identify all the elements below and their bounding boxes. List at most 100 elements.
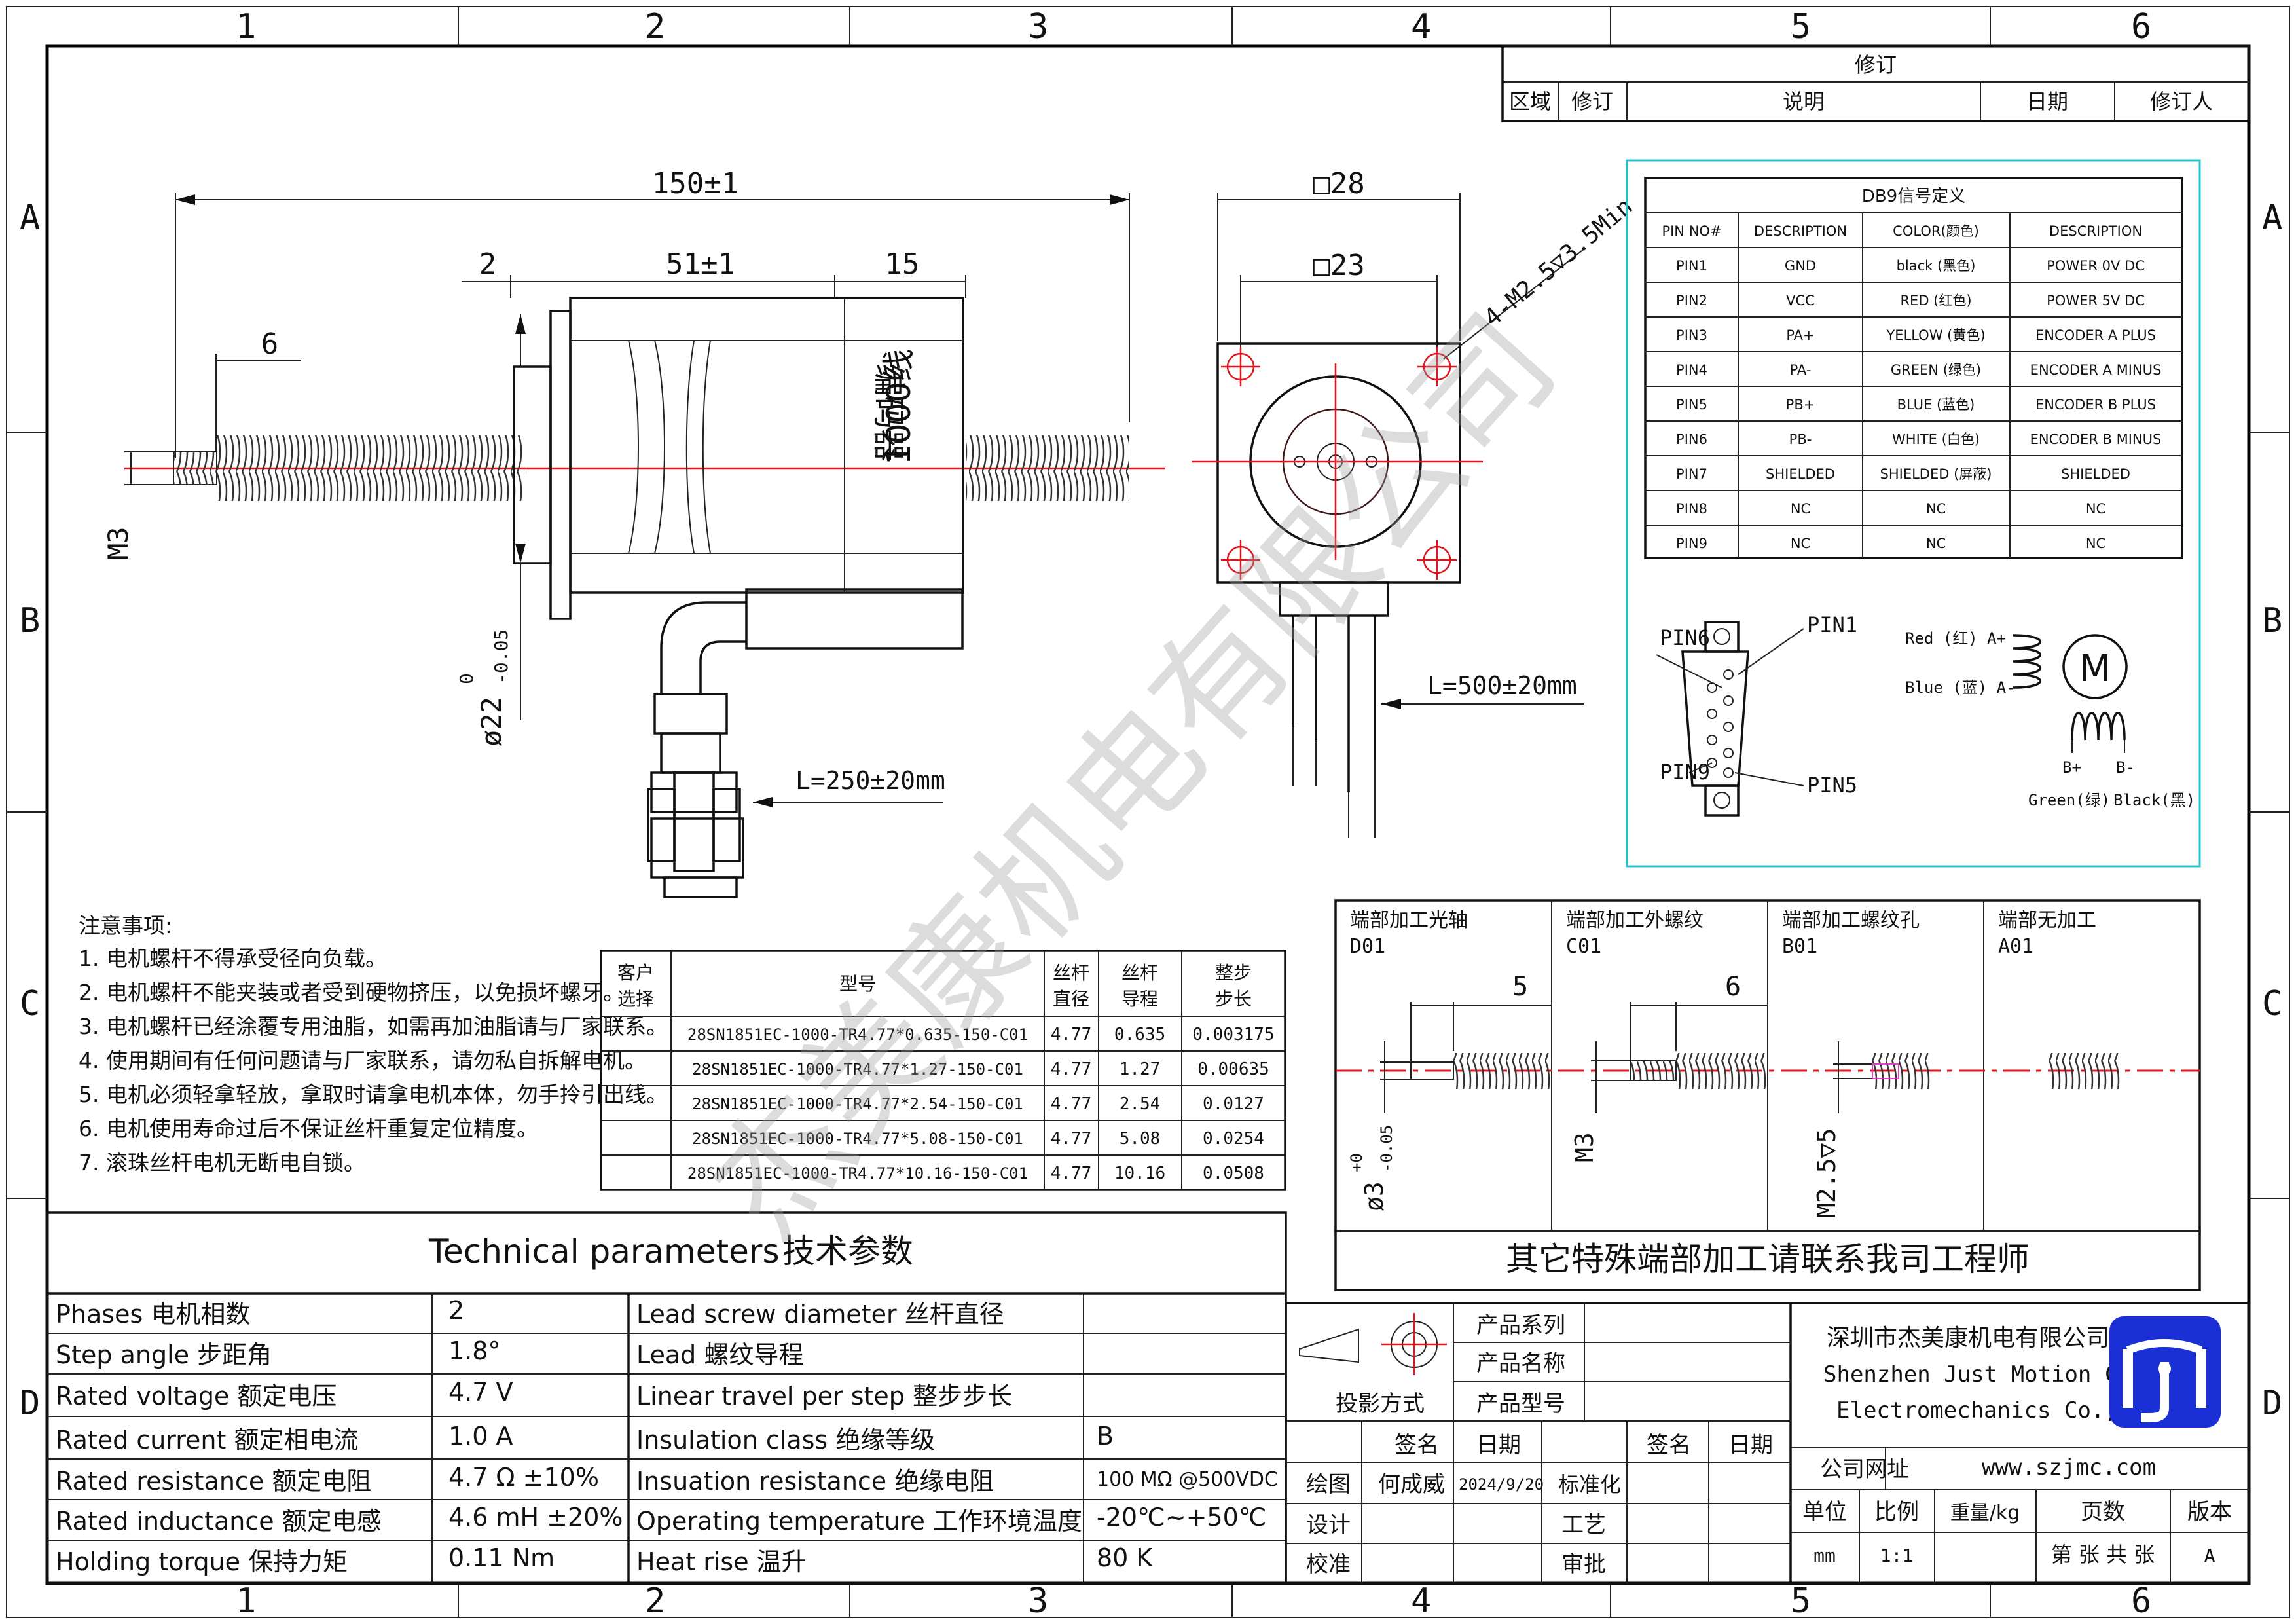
col-label-bottom: 2 — [645, 1581, 665, 1621]
wire-blue-label: Blue (蓝) A- — [1905, 678, 2016, 697]
db9-cell: ENCODER B PLUS — [2035, 397, 2156, 413]
wire-green-label: Green(绿) — [2028, 791, 2110, 809]
db9-header-cell: PIN NO# — [1662, 223, 1721, 239]
tech-param-label: Rated inductance 额定电感 — [56, 1507, 382, 1536]
model-cell: 4.77 — [1051, 1094, 1092, 1114]
dim-tip: 6 — [261, 327, 279, 361]
dim-diameter: ø22 — [475, 697, 507, 747]
tech-param-label: Phases 电机相数 — [56, 1300, 250, 1329]
db9-cell: PIN2 — [1676, 293, 1707, 308]
db9-cell: YELLOW (黄色) — [1886, 327, 1985, 343]
product-name-label: 产品名称 — [1476, 1350, 1565, 1376]
db9-cell: NC — [2086, 501, 2105, 517]
col-label-top: 5 — [1791, 7, 1811, 46]
end-option-title: 端部加工光轴 — [1350, 909, 1468, 932]
check-label: 校准 — [1306, 1551, 1351, 1578]
motor-symbol: M — [2079, 648, 2111, 690]
row-label-left: B — [20, 601, 40, 640]
model-header-cell: 丝杆 — [1053, 962, 1089, 984]
version-value: A — [2204, 1545, 2215, 1566]
db9-cell: PIN9 — [1676, 536, 1707, 551]
end-option-tol-lower: -0.05 — [1377, 1125, 1396, 1172]
end-option-dim: 5 — [1512, 972, 1528, 1002]
db9-cell: NC — [1926, 536, 1946, 551]
tech-param-value: 2 — [448, 1296, 464, 1325]
tech-param-label: Step angle 步距角 — [56, 1340, 272, 1369]
cable-length-motor: L=500±20mm — [1427, 671, 1577, 700]
db9-cell: NC — [1926, 501, 1946, 517]
wire-red-label: Red (红) A+ — [1905, 629, 2006, 648]
dim-inner-square: □23 — [1313, 249, 1364, 282]
grid-ticks — [7, 7, 2289, 1617]
product-model-label: 产品型号 — [1476, 1391, 1565, 1417]
db9-header-cell: DESCRIPTION — [2049, 223, 2142, 239]
website-label: 公司网址 — [1820, 1456, 1909, 1483]
end-option-title: 端部无加工 — [1998, 909, 2096, 932]
date-label: 日期 — [1476, 1432, 1521, 1458]
pages-label: 页数 — [2081, 1499, 2125, 1525]
end-option-label: ø3 — [1360, 1181, 1389, 1211]
db9-connector-face: PIN6 PIN1 PIN9 PIN5 — [1656, 612, 1857, 817]
row-label-left: C — [20, 984, 40, 1024]
end-options-panel: 端部加工光轴 D01 端部加工外螺纹 C01 端部加工螺纹孔 B01 端部无加工… — [1334, 899, 2201, 1291]
model-header-cell: 导程 — [1121, 988, 1158, 1010]
model-cell: 4.77 — [1051, 1129, 1092, 1149]
side-view: 150±1 51±1 15 2 6 M3 编码器 1000线 — [102, 167, 1165, 898]
model-cell: 4.77 — [1051, 1025, 1092, 1044]
note-item: 2. 电机螺杆不能夹装或者受到硬物挤压，以免损坏螺牙。 — [79, 980, 625, 1005]
notes: 注意事项: 1. 电机螺杆不得承受径向负载。 2. 电机螺杆不能夹装或者受到硬物… — [79, 913, 668, 1175]
db9-header-cell: COLOR(颜色) — [1893, 223, 1979, 239]
model-header-cell: 型号 — [839, 973, 876, 995]
db9-cell: POWER 5V DC — [2047, 293, 2145, 308]
wiring-diagram: Red (红) A+ Blue (蓝) A- M B+ B- Green(绿) … — [1905, 629, 2195, 809]
db9-cell: WHITE (白色) — [1892, 432, 1980, 447]
wire-bplus-label: B+ — [2062, 758, 2081, 777]
product-series-label: 产品系列 — [1476, 1312, 1565, 1338]
revision-col-header: 修订人 — [2150, 89, 2213, 114]
dim-end: 15 — [885, 248, 920, 281]
scale-value: 1:1 — [1880, 1545, 1914, 1566]
lead-screw-right — [966, 435, 1129, 501]
db9-cell: PIN4 — [1676, 362, 1707, 378]
col-label-bottom: 4 — [1411, 1581, 1431, 1621]
row-label-right: D — [2262, 1384, 2282, 1423]
pages-value: 第 张 共 张 — [2051, 1542, 2155, 1567]
note-item: 5. 电机必须轻拿轻放，拿取时请拿电机本体，勿手拎引出线。 — [79, 1082, 668, 1107]
db9-cell: BLUE (蓝色) — [1897, 397, 1975, 413]
row-label-right: C — [2262, 984, 2282, 1024]
model-cell: 10.16 — [1114, 1164, 1165, 1183]
encoder-label: 编码器 — [869, 363, 907, 462]
db9-cell: ENCODER A MINUS — [2030, 362, 2162, 378]
title-block: 投影方式 产品系列 产品名称 产品型号 签名 日期 签名 日期 绘图 何成威 2… — [1285, 1302, 2250, 1585]
db9-cell: SHIELDED — [1766, 466, 1835, 482]
notes-title: 注意事项: — [79, 913, 172, 938]
col-label-bottom: 1 — [236, 1581, 256, 1621]
db9-cell: PIN6 — [1676, 432, 1707, 447]
wire-bminus-label: B- — [2116, 758, 2135, 777]
db9-cell: PIN7 — [1676, 466, 1707, 482]
pin5-label: PIN5 — [1807, 773, 1857, 798]
design-label: 设计 — [1306, 1512, 1351, 1538]
col-label-top: 6 — [2131, 7, 2151, 46]
end-option-dim: 6 — [1725, 972, 1741, 1002]
tech-param-label: Linear travel per step 整步步长 — [636, 1382, 1012, 1411]
db9-table-title: DB9信号定义 — [1862, 187, 1965, 206]
revision-col-header: 区域 — [1509, 89, 1551, 114]
tech-param-label: Rated voltage 额定电压 — [56, 1382, 337, 1411]
db9-cell: SHIELDED — [2061, 466, 2130, 482]
model-header-cell: 步长 — [1215, 988, 1252, 1010]
db9-connector-side — [647, 693, 744, 898]
db9-cell: NC — [2086, 536, 2105, 551]
tech-param-value: 1.0 A — [448, 1422, 513, 1450]
tech-title-en: Technical parameters — [428, 1232, 780, 1270]
model-cell: 28SN1851EC-1000-TR4.77*1.27-150-C01 — [692, 1060, 1023, 1079]
model-cell: 0.0127 — [1203, 1094, 1264, 1114]
tech-param-label: Insulation class 绝缘等级 — [636, 1426, 935, 1454]
tech-param-value: 80 K — [1097, 1543, 1153, 1572]
pin9-label: PIN9 — [1660, 760, 1710, 784]
version-label: 版本 — [2187, 1499, 2232, 1525]
model-cell: 2.54 — [1120, 1094, 1161, 1114]
db9-cell: PA- — [1790, 362, 1812, 378]
db9-cell: PIN1 — [1676, 258, 1707, 274]
